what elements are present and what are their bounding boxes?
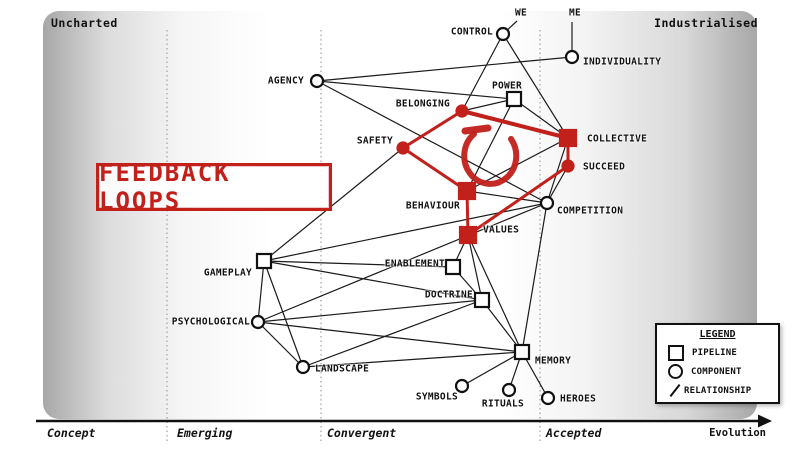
legend-item-component: COMPONENT [657, 362, 778, 381]
edge-values-memory [467, 234, 523, 353]
node-power[interactable] [505, 90, 523, 108]
uncharted-label: Uncharted [51, 16, 118, 30]
legend-item-relationship: RELATIONSHIP [657, 381, 778, 400]
node-safety[interactable] [396, 141, 410, 155]
evolution-axis-label: Evolution [709, 427, 766, 439]
edge-gameplay-psychological [257, 260, 265, 323]
edge-psychological-landscape [257, 321, 304, 368]
loop-edge-safety-belonging [402, 109, 463, 150]
evolution-gridlines [166, 30, 541, 443]
loop-doodle-icon [461, 124, 520, 187]
edge-agency-power [316, 80, 515, 100]
node-enablement[interactable] [444, 258, 462, 276]
label-memory: MEMORY [535, 355, 572, 367]
evolution-axis [36, 414, 772, 428]
label-enablement: ENABLEMENT [384, 258, 445, 270]
label-rituals: RITUALS [481, 398, 525, 410]
label-succeed: SUCCEED [583, 161, 626, 173]
node-individuality[interactable] [564, 49, 580, 65]
legend-box: LEGEND PIPELINE COMPONENT RELATIONSHIP [655, 323, 780, 404]
legend-items: PIPELINE COMPONENT RELATIONSHIP [657, 343, 778, 400]
node-heroes[interactable] [540, 390, 556, 406]
label-power: POWER [491, 80, 523, 92]
node-succeed[interactable] [561, 159, 575, 173]
edge-gameplay-landscape [263, 260, 304, 368]
edge-behaviour-competition [466, 190, 548, 204]
edge-values-doctrine [467, 234, 483, 301]
stage-label-accepted: Accepted [546, 426, 602, 440]
square-icon [668, 344, 684, 361]
label-belonging: BELONGING [395, 98, 450, 110]
label-competition: COMPETITION [557, 205, 624, 217]
edge-competition-memory [521, 202, 548, 353]
label-heroes: HEROES [560, 393, 597, 405]
stage-label-concept: Concept [47, 426, 96, 440]
edge-competition-psychological [257, 202, 548, 323]
label-collective: COLLECTIVE [587, 133, 648, 145]
node-memory[interactable] [513, 343, 531, 361]
map-background-card [43, 11, 757, 419]
stamp-text: FEEDBACK LOOPS [99, 159, 231, 215]
node-belonging[interactable] [455, 104, 469, 118]
node-behaviour[interactable] [457, 181, 477, 201]
edge-power-belonging [461, 98, 515, 112]
legend-item-label: COMPONENT [691, 366, 742, 377]
line-icon [669, 383, 681, 398]
edge-landscape-memory [302, 351, 523, 368]
node-symbols[interactable] [454, 378, 470, 394]
map-nodes [250, 26, 580, 406]
legend-item-label: RELATIONSHIP [684, 385, 752, 396]
loop-edge-behaviour-safety [402, 146, 468, 193]
stage-label-emerging: Emerging [177, 426, 233, 440]
legend-item-pipeline: PIPELINE [657, 343, 778, 362]
node-psychological[interactable] [250, 314, 266, 330]
label-individuality: INDIVIDUALITY [583, 56, 662, 68]
edge-agency-competition [316, 80, 548, 204]
label-psychological: PSYCHOLOGICAL [171, 316, 250, 328]
node-agency[interactable] [309, 73, 325, 89]
edge-memory-symbols [461, 351, 523, 387]
node-competition[interactable] [539, 195, 555, 211]
edge-agency-individuality [316, 56, 573, 82]
node-values[interactable] [458, 225, 478, 245]
edge-psychological-memory [257, 321, 523, 353]
edge-collective-competition [546, 137, 569, 204]
label-gameplay: GAMEPLAY [203, 267, 252, 279]
legend-title: LEGEND [699, 329, 736, 340]
node-rituals[interactable] [501, 382, 517, 398]
edge-safety-gameplay [263, 147, 404, 262]
label-symbols: SYMBOLS [415, 391, 458, 403]
node-collective[interactable] [558, 128, 578, 148]
label-values: VALUES [483, 224, 520, 236]
axis-arrowhead-icon [758, 414, 772, 428]
label-landscape: LANDSCAPE [315, 363, 370, 375]
label-me: ME [568, 7, 582, 19]
industrialised-label: Industrialised [654, 16, 758, 30]
node-control[interactable] [495, 26, 511, 42]
label-agency: AGENCY [267, 75, 304, 87]
edge-psychological-doctrine [257, 299, 483, 323]
edge-doctrine-landscape [302, 299, 483, 368]
label-doctrine: DOCTRINE [424, 289, 473, 301]
label-safety: SAFETY [356, 135, 393, 147]
edge-doctrine-memory [481, 299, 523, 353]
edge-control-belonging [461, 33, 504, 112]
label-control: CONTROL [450, 26, 493, 38]
edge-control-collective [502, 33, 569, 139]
node-doctrine[interactable] [473, 291, 491, 309]
feedback-loops-stamp: FEEDBACK LOOPS [96, 159, 332, 215]
loop-edge-succeed-values [467, 164, 569, 237]
node-landscape[interactable] [295, 359, 311, 375]
edge-gameplay-enablement [263, 260, 454, 268]
node-gameplay[interactable] [255, 252, 273, 270]
edge-gameplay-doctrine [263, 260, 483, 301]
stage-label-convergent: Convergent [327, 426, 397, 440]
label-we: WE [514, 7, 528, 19]
legend-item-label: PIPELINE [692, 347, 737, 358]
loop-edge-belonging-collective [461, 109, 569, 140]
circle-icon [668, 364, 683, 379]
label-behaviour: BEHAVIOUR [405, 200, 460, 212]
